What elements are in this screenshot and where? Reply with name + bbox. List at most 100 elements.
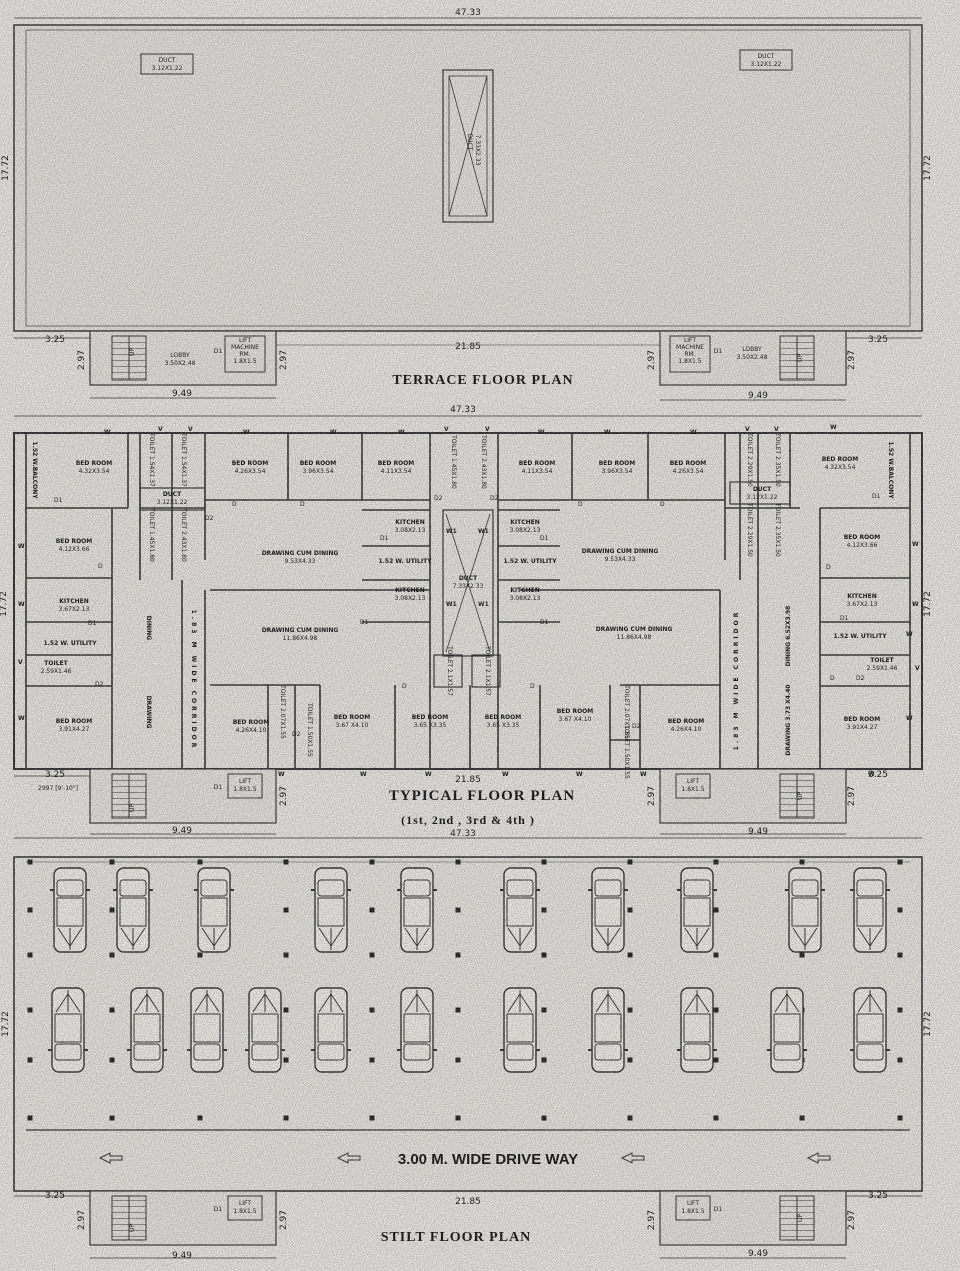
- typical-dining-right: DINING 6.52X3.98: [785, 606, 792, 667]
- column: [897, 859, 903, 865]
- room-size: 4.26X3.54: [673, 468, 704, 475]
- terrace-lift-right-3: RM.: [684, 351, 695, 358]
- typical-dining-left: DINING: [145, 616, 152, 640]
- typical-core-depth-r: 2.97: [647, 786, 657, 806]
- typical-up-left: UP: [129, 804, 136, 812]
- terrace-lift-right-1: LIFT: [684, 337, 696, 344]
- room-size: 3.91X4.27: [59, 726, 90, 733]
- stilt-core-right: LIFT 1.8X1.5 D1 UP 2.97 2.97 3.25 9.49: [647, 1190, 922, 1259]
- typical-drawing-left: DRAWING: [145, 696, 152, 729]
- room-size: 4.11X3.54: [522, 468, 553, 475]
- room-name: BED ROOM: [557, 708, 594, 715]
- room-name: DUCT: [459, 575, 478, 582]
- terrace-floor-plan: 47.33 17.72 17.72 DUCT 3.12X1.22 DUCT 3.…: [1, 8, 933, 401]
- column: [197, 859, 203, 865]
- room-name: TOILET: [44, 660, 68, 667]
- window-mark: W: [243, 429, 250, 436]
- column: [369, 1057, 375, 1063]
- column: [897, 1115, 903, 1121]
- terrace-core-left: 3.25 UP LOBBY 3.50X2.48 LIFT MACHINE RM.…: [14, 330, 289, 399]
- window-mark: W: [18, 601, 25, 608]
- typical-drawing-right: DRAWING 3.73 X4.40: [785, 684, 792, 755]
- column: [627, 952, 633, 958]
- room-name: DRAWING CUM DINING: [262, 627, 339, 634]
- ventilator-mark: V: [158, 426, 163, 433]
- stilt-stair-right-dim: 3.25: [868, 1191, 888, 1201]
- room-name: KITCHEN: [847, 593, 877, 600]
- column: [109, 859, 115, 865]
- door1-mark: D1: [360, 619, 369, 626]
- window-mark: W: [576, 771, 583, 778]
- toilet-v15: TOILET 1.45X1.80: [450, 434, 457, 489]
- room-size: 4.11X3.54: [381, 468, 412, 475]
- column: [197, 1115, 203, 1121]
- door1-mark: D1: [540, 535, 549, 542]
- room-name: 1.52 W. UTILITY: [503, 558, 557, 565]
- room-name: DUCT: [163, 491, 182, 498]
- typical-lift-left-size: 1.8X1.5: [233, 786, 256, 793]
- car-icon: [194, 867, 234, 953]
- typical-core-depth-l: 2.97: [279, 786, 289, 806]
- stilt-up-left: UP: [129, 1224, 136, 1232]
- column: [897, 907, 903, 913]
- stilt-right-dim: 17.72: [923, 1011, 933, 1037]
- door-mark: D: [660, 501, 665, 508]
- terrace-top-dim: 47.33: [455, 8, 481, 18]
- room-name: BED ROOM: [56, 538, 93, 545]
- column: [283, 859, 289, 865]
- column: [27, 907, 33, 913]
- column: [283, 1115, 289, 1121]
- terrace-lobby-left-size: 3.50X2.48: [165, 360, 196, 367]
- door-mark: D: [530, 683, 535, 690]
- room-name: KITCHEN: [395, 587, 425, 594]
- window-mark: W: [538, 429, 545, 436]
- room-size: 3.67X2.13: [59, 606, 90, 613]
- terrace-duct-right-label: DUCT: [758, 53, 775, 60]
- column: [109, 907, 115, 913]
- stilt-lift-right-size: 1.8X1.5: [681, 1208, 704, 1215]
- toilet-v14: TOILET 2.43X1.80: [180, 507, 187, 562]
- stilt-left-dim: 17.72: [1, 1011, 11, 1037]
- room-name: BED ROOM: [844, 534, 881, 541]
- stilt-lift-left-label: LIFT: [239, 1200, 251, 1207]
- terrace-core-width-l: 9.49: [172, 389, 192, 399]
- ventilator-mark: V: [915, 665, 920, 672]
- room-size: 4.12X3.66: [59, 546, 90, 553]
- typical-floor-plan: 47.33 17.72 17.72: [0, 405, 933, 837]
- room-size: 3.08X2.13: [395, 595, 426, 602]
- door1-mark: D1: [88, 620, 97, 627]
- column: [627, 1007, 633, 1013]
- room-name: KITCHEN: [510, 587, 540, 594]
- door-mark: D: [300, 501, 305, 508]
- typical-lift-right-size: 1.8X1.5: [681, 786, 704, 793]
- window-mark: W: [398, 429, 405, 436]
- stilt-lift-right-label: LIFT: [687, 1200, 699, 1207]
- room-size: 3.96X3.54: [602, 468, 633, 475]
- column: [541, 1115, 547, 1121]
- toilet-v13: TOILET 1.45X1.80: [148, 507, 155, 562]
- room-name: BED ROOM: [76, 460, 113, 467]
- stilt-core-width-r: 9.49: [748, 1249, 768, 1259]
- terrace-up-left: UP: [129, 348, 136, 356]
- window1-mark: W1: [478, 528, 489, 535]
- room-size: 4.26X4.10: [236, 727, 267, 734]
- typical-stair-left-dim: 3.25: [45, 770, 65, 780]
- window-mark: W: [690, 429, 697, 436]
- stilt-core-width-l: 9.49: [172, 1251, 192, 1261]
- room-name: BED ROOM: [378, 460, 415, 467]
- column: [369, 952, 375, 958]
- terrace-stair-left-dim: 3.25: [45, 335, 65, 345]
- typical-lift-left-label: LIFT: [239, 778, 251, 785]
- car-icon: [677, 987, 717, 1073]
- column: [109, 1057, 115, 1063]
- stilt-core-depth-r2: 2.97: [847, 1210, 857, 1230]
- column: [27, 1057, 33, 1063]
- column: [369, 907, 375, 913]
- typical-left-dim: 17.72: [0, 591, 9, 617]
- car-icon: [397, 987, 437, 1073]
- column: [197, 952, 203, 958]
- car-icon: [397, 867, 437, 953]
- room-name: BED ROOM: [668, 718, 705, 725]
- terrace-lift-left-1: LIFT: [239, 337, 251, 344]
